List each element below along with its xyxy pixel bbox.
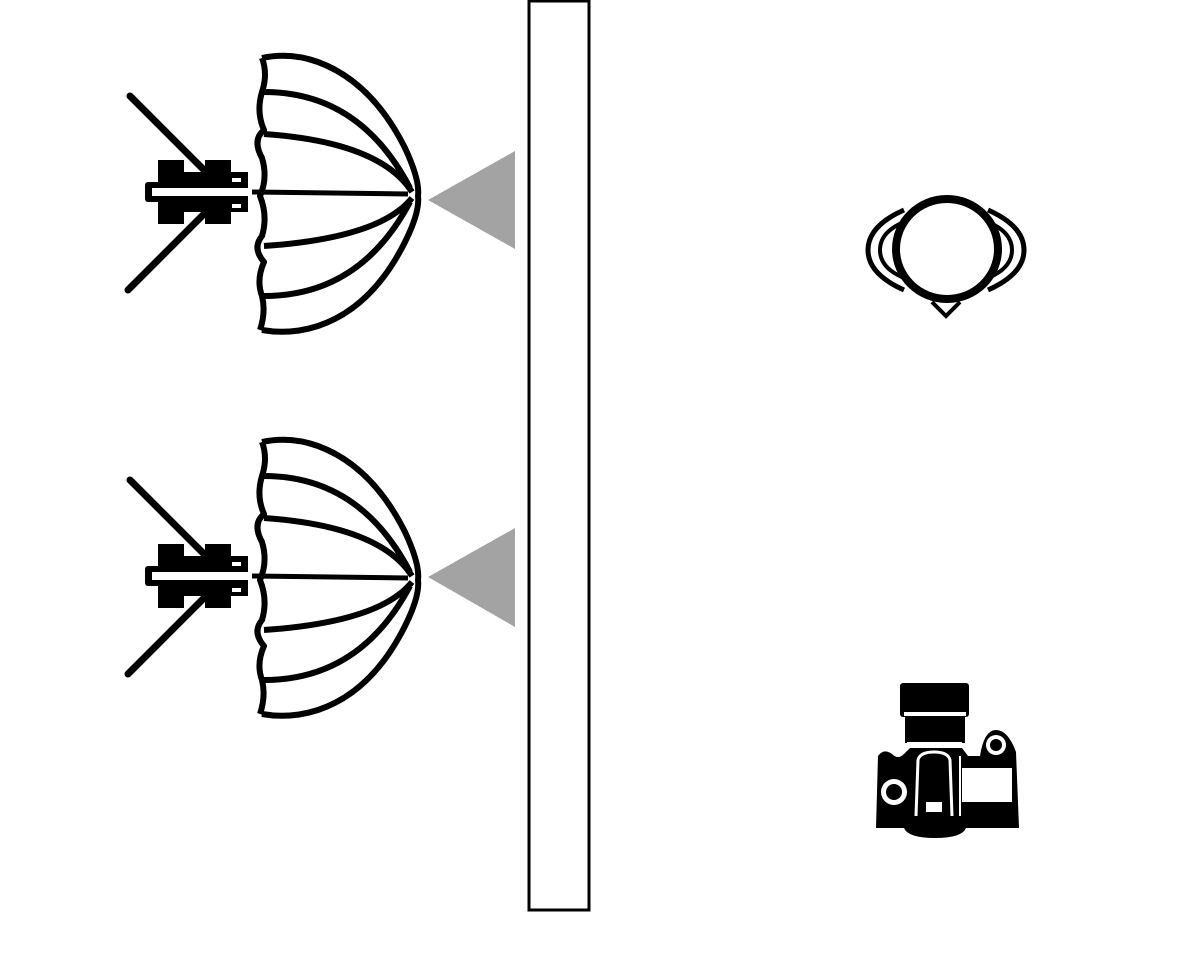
- subject-head-icon: [865, 195, 1027, 319]
- umbrella-light-top: [128, 56, 418, 332]
- umbrella-light-icon: [128, 440, 418, 716]
- beam-bottom-triangle-icon: [428, 528, 515, 627]
- camera-top-view-icon: [876, 683, 1019, 838]
- diffusion-panel: [527, 0, 591, 912]
- umbrella-light-icon: [128, 56, 418, 332]
- beam-top-triangle-icon: [428, 151, 515, 249]
- umbrella-light-bottom: [128, 440, 418, 716]
